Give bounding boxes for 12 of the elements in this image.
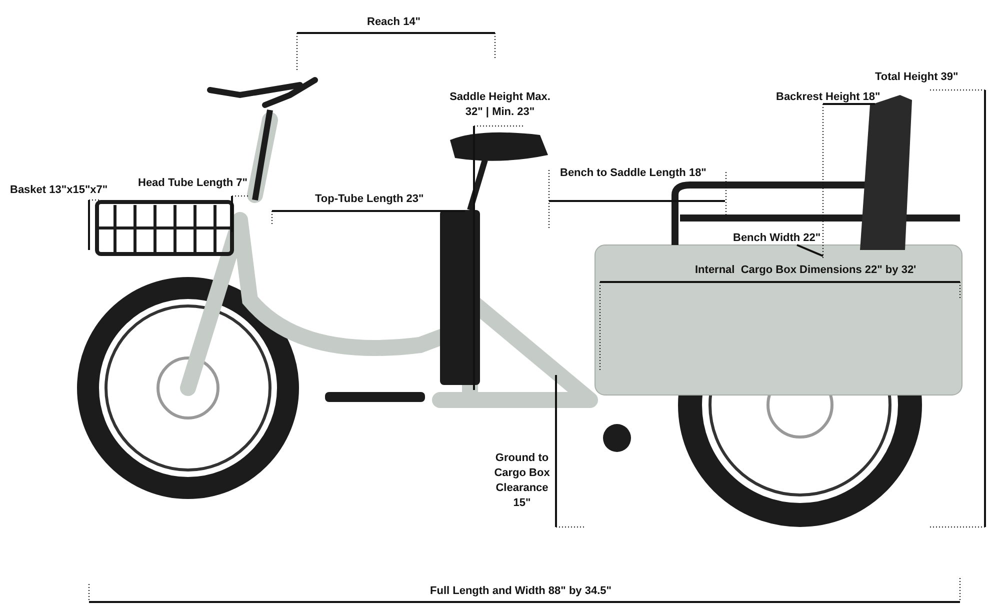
- dimension-label: Bench to Saddle Length 18": [560, 166, 706, 181]
- dimension-label: Head Tube Length 7": [138, 176, 248, 191]
- dimension-label: Reach 14": [367, 15, 421, 30]
- dimension-label: Basket 13"x15"x7": [10, 183, 108, 198]
- dimension-label: Top-Tube Length 23": [315, 192, 424, 207]
- dimension-label: Saddle Height Max. 32" | Min. 23": [448, 90, 552, 120]
- dimension-label: Ground to Cargo Box Clearance 15": [493, 451, 551, 510]
- dimension-label: Internal Cargo Box Dimensions 22" by 32': [695, 263, 916, 278]
- dimension-label: Backrest Height 18": [776, 90, 880, 105]
- dimension-label: Bench Width 22": [733, 231, 821, 246]
- dimension-label: Full Length and Width 88" by 34.5": [430, 584, 612, 599]
- dimension-label: Total Height 39": [875, 70, 958, 85]
